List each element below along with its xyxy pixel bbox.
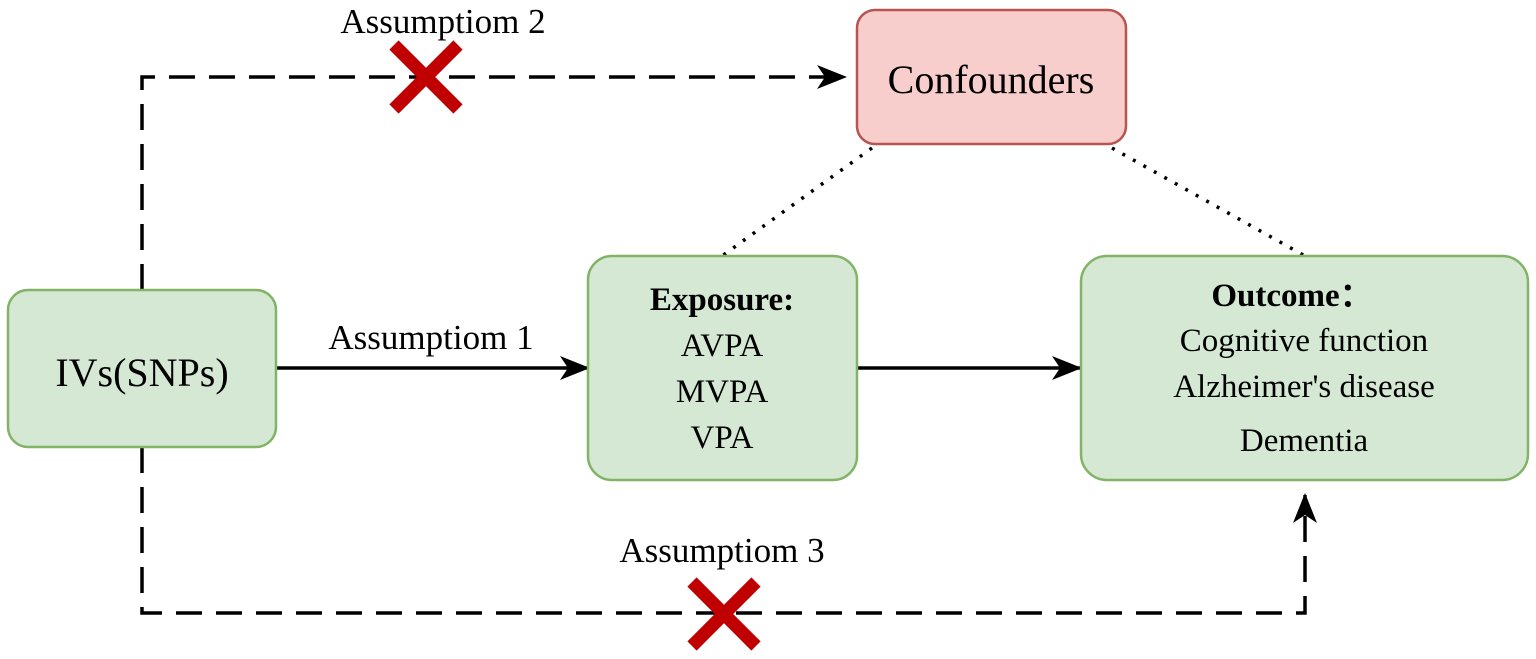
assumption-2-label: Assumptiom 2 [340,2,545,41]
exposure-node: Exposure: AVPA MVPA VPA [586,254,859,482]
cross-icon [687,577,761,651]
exposure-item-avpa: AVPA [681,328,764,364]
assumption-3-label: Assumptiom 3 [619,531,824,570]
cross-icon [389,40,463,114]
exposure-item-mvpa: MVPA [676,374,768,410]
ivs-label: IVs(SNPs) [55,350,228,395]
confounders-label: Confounders [888,57,1095,102]
outcome-item-alzheimers: Alzheimer's disease [1173,369,1435,405]
outcome-node: Outcome： Cognitive function Alzheimer's … [1079,254,1530,482]
confounders-node: Confounders [855,8,1128,146]
exposure-title: Exposure: [650,282,794,318]
exposure-item-vpa: VPA [691,420,754,456]
assumption-2-path [140,65,847,290]
outcome-title: Outcome： [1211,278,1372,314]
confounder-exposure-link [720,146,874,258]
confounder-outcome-link [1111,146,1306,258]
assumption-1-label: Assumptiom 1 [328,318,533,357]
outcome-item-dementia: Dementia [1240,423,1369,459]
ivs-node: IVs(SNPs) [6,288,278,449]
assumption-3-path [140,447,1317,615]
outcome-item-cognitive-function: Cognitive function [1180,323,1428,359]
